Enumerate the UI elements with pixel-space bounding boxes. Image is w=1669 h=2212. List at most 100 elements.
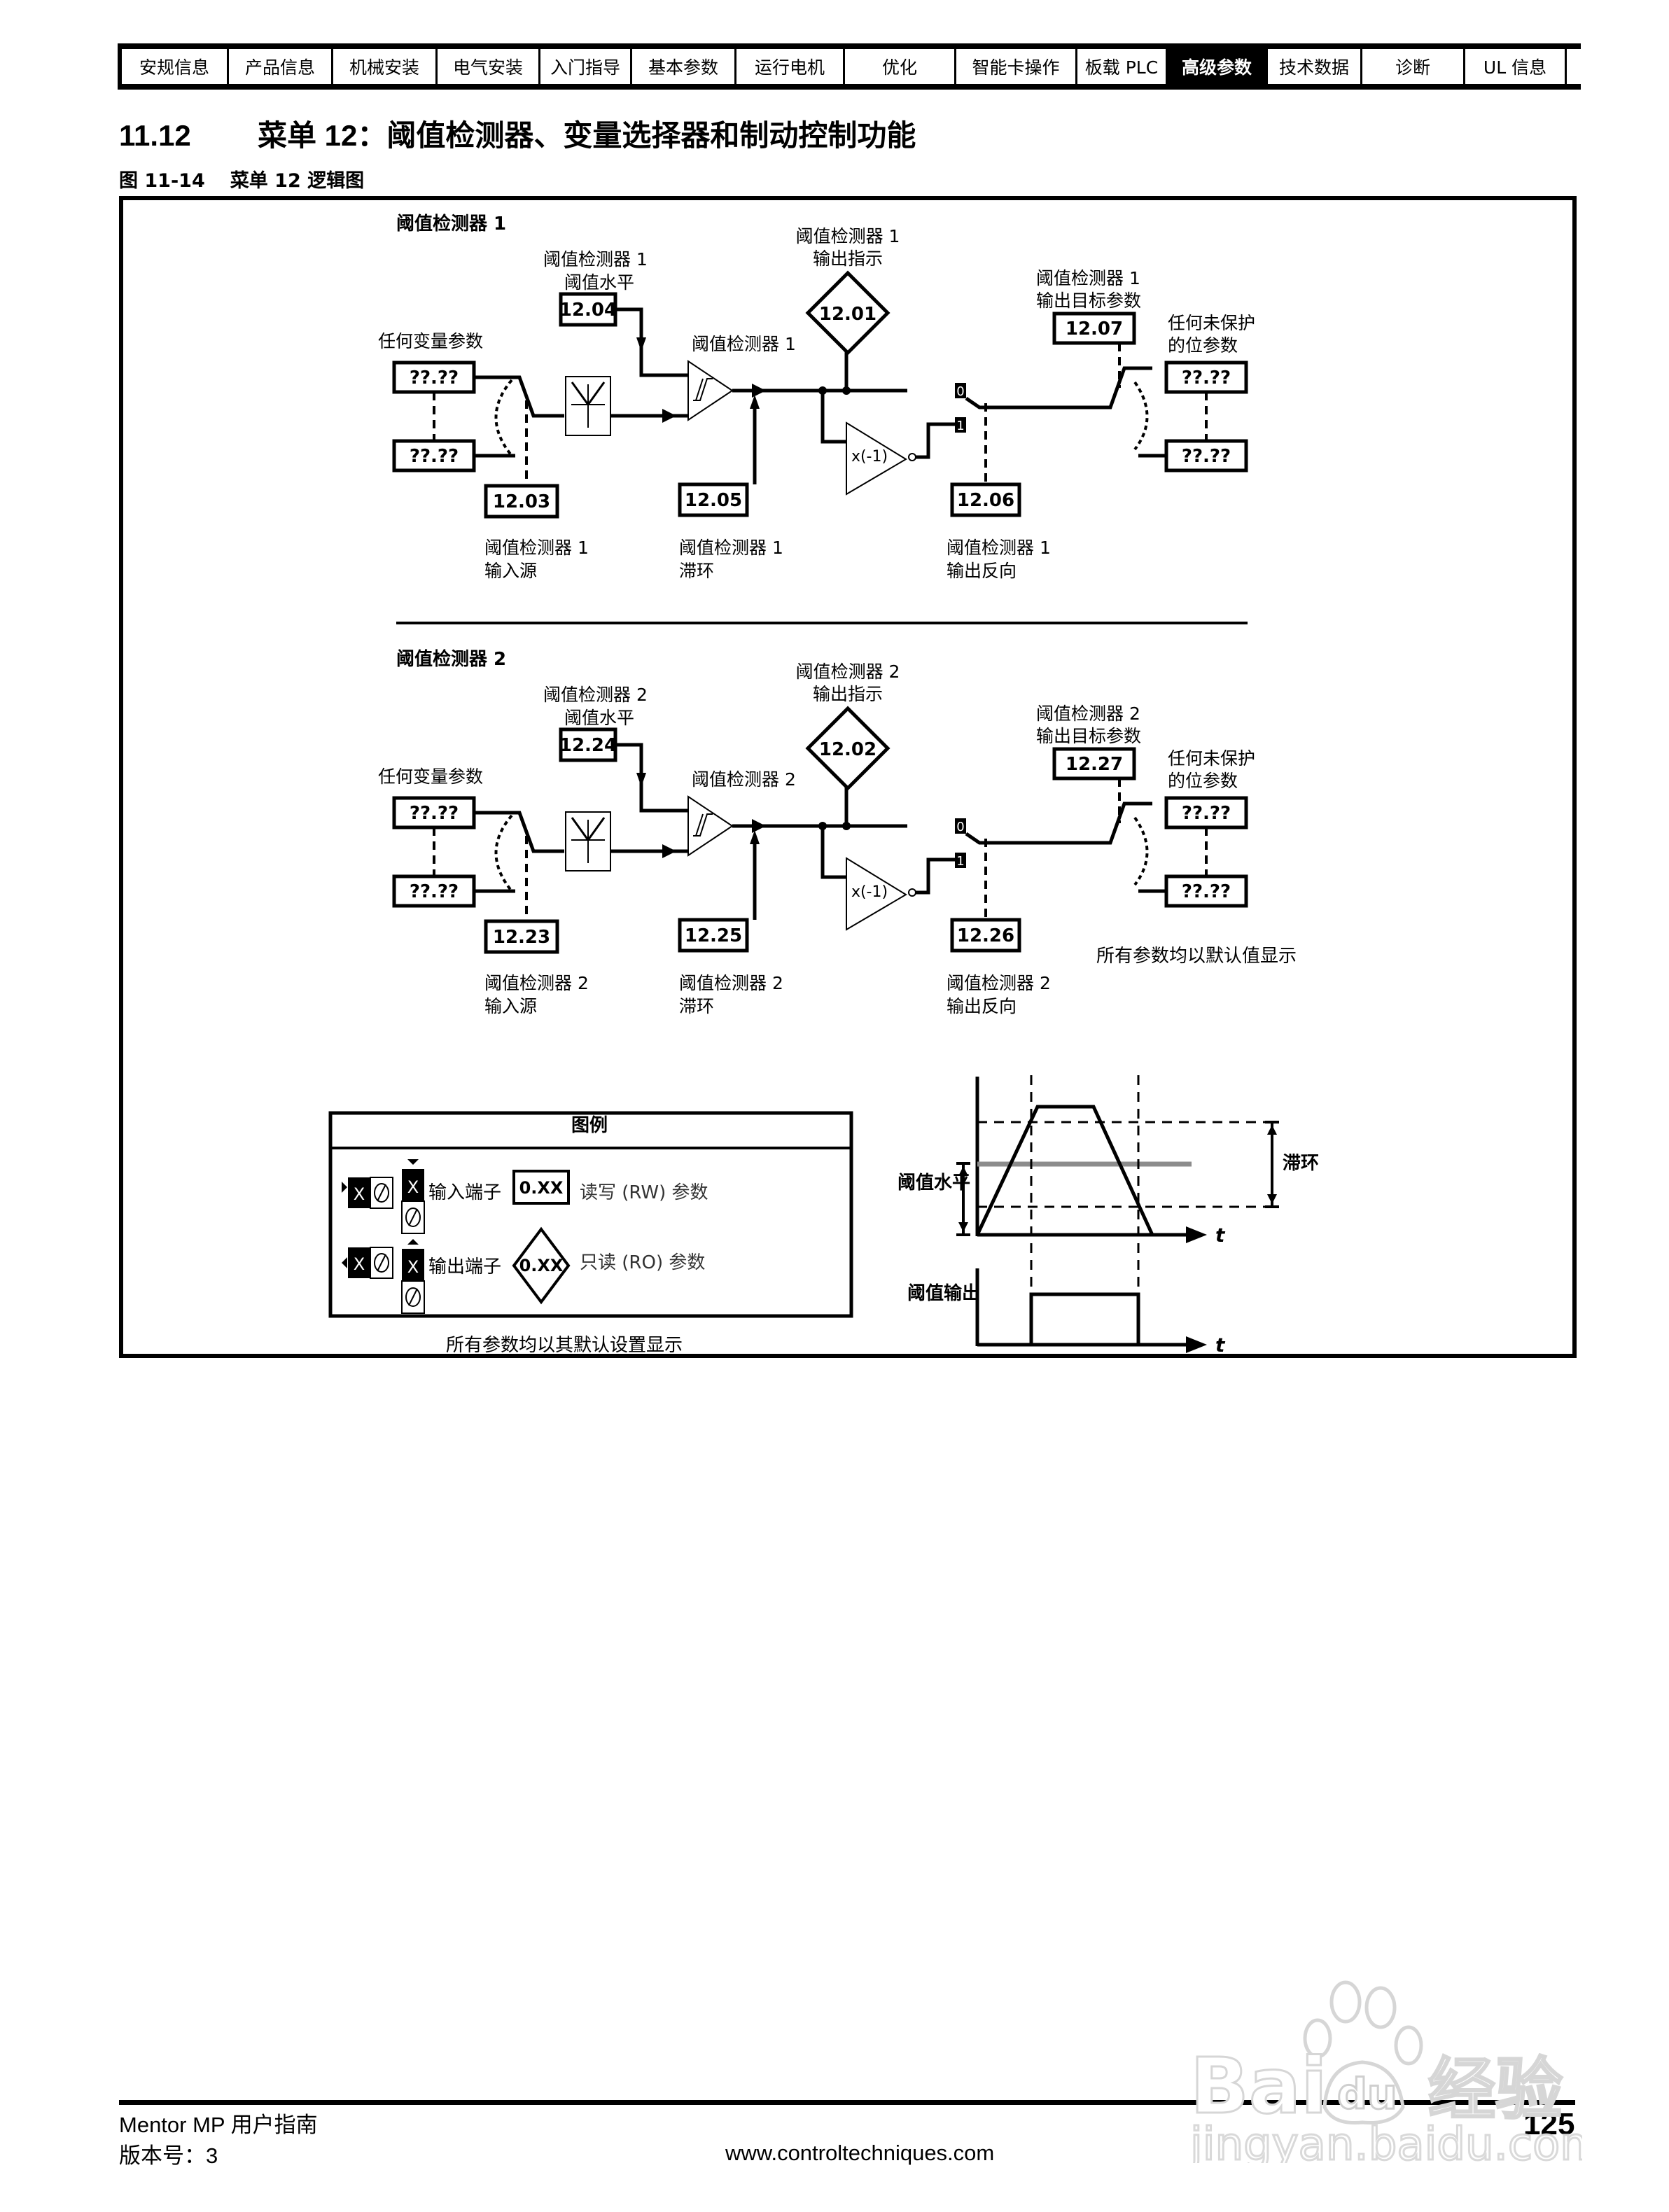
nav-tab-13[interactable]: 诊断 xyxy=(1362,49,1465,84)
watermark-brand: Bai xyxy=(1190,2041,1327,2131)
rw-param-sample: 0.XX xyxy=(519,1178,564,1198)
output-arrow-up-icon xyxy=(407,1239,419,1245)
hysteresis-label: 阈值检测器 1 xyxy=(679,538,783,558)
source-param-box[interactable] xyxy=(484,919,559,954)
ro-param-label: 只读 (RO) 参数 xyxy=(580,1252,705,1273)
dest-label-2: 输出目标参数 xyxy=(1036,726,1141,746)
nav-tab-7[interactable]: 运行电机 xyxy=(736,49,845,84)
input-group-label: 任何变量参数 xyxy=(378,766,483,787)
comparator-block xyxy=(687,795,734,857)
nav-tab-5[interactable]: 入门指导 xyxy=(540,49,632,84)
time-axis-label: t xyxy=(1215,1334,1226,1354)
manual-title: Mentor MP 用户指南 xyxy=(119,2113,318,2137)
output-terminal-symbol: X xyxy=(342,1247,393,1279)
indicator-label-2: 输出指示 xyxy=(813,248,883,269)
indicator-param-diamond[interactable] xyxy=(805,270,891,356)
nav-tab-12[interactable]: 技术数据 xyxy=(1268,49,1362,84)
output-signal-waveform xyxy=(1029,1292,1140,1345)
comparator-label: 阈值检测器 2 xyxy=(692,769,796,790)
hysteresis-param-box-value: 12.25 xyxy=(685,925,742,946)
invert-block-label: x(-1) xyxy=(851,883,888,901)
svg-text:X: X xyxy=(354,1254,365,1274)
nav-tab-11[interactable]: 高级参数 xyxy=(1168,49,1268,84)
dest-param-box[interactable] xyxy=(1052,312,1136,345)
nav-tab-14[interactable]: UL 信息 xyxy=(1465,49,1567,84)
ro-param-sample: 0.XX xyxy=(519,1256,564,1275)
invert-label-2: 输出反向 xyxy=(947,996,1017,1016)
invert-param-box[interactable] xyxy=(950,918,1021,953)
input-arrow-down-icon xyxy=(407,1159,419,1165)
threshold-arrow-up-icon xyxy=(958,1166,968,1176)
input-param-top[interactable] xyxy=(392,796,476,830)
time-axis-arrow-icon xyxy=(1186,1226,1207,1243)
dest-param-box-value: 12.07 xyxy=(1066,318,1123,340)
level-label-2: 阈值水平 xyxy=(564,708,634,728)
nav-tab-8[interactable]: 优化 xyxy=(845,49,956,84)
hysteresis-label-2: 滞环 xyxy=(679,996,714,1016)
level-param-box-value: 12.04 xyxy=(559,300,617,321)
input-group-label: 任何变量参数 xyxy=(378,331,483,351)
hysteresis-param-box[interactable] xyxy=(678,482,749,517)
legend-note: 所有参数均以其默认设置显示 xyxy=(446,1335,683,1354)
website-link[interactable]: www.controltechniques.com xyxy=(725,2141,995,2165)
input-param-bottom[interactable] xyxy=(392,439,476,472)
nav-tab-6[interactable]: 基本参数 xyxy=(632,49,736,84)
invert-param-box-value: 12.26 xyxy=(957,925,1014,946)
output-param-bottom-value: ??.?? xyxy=(1182,881,1231,902)
hysteresis-param-box[interactable] xyxy=(678,918,749,953)
invert-label-2: 输出反向 xyxy=(947,561,1017,581)
time-axis-label: t xyxy=(1215,1224,1226,1247)
baidu-watermark: Bai du 经验 jingyan.baidu.com xyxy=(1188,1980,1582,2163)
output-arrow-icon xyxy=(342,1257,347,1268)
figure-caption-text: 菜单 12 逻辑图 xyxy=(230,170,365,192)
switch-terminal-1 xyxy=(955,853,966,868)
defaults-note: 所有参数均以默认值显示 xyxy=(1096,946,1297,967)
section-title-text: 菜单 12：阈值检测器、变量选择器和制动控制功能 xyxy=(258,119,916,152)
switch-1-label: 1 xyxy=(956,854,964,869)
nav-tab-10[interactable]: 板载 PLC xyxy=(1077,49,1168,84)
dest-label-2: 输出目标参数 xyxy=(1036,290,1141,311)
switch-0-label: 0 xyxy=(956,820,964,834)
input-terminal-vertical-symbol: X xyxy=(401,1159,425,1234)
output-param-top-value: ??.?? xyxy=(1182,368,1231,388)
level-param-box[interactable] xyxy=(559,727,617,762)
time-axis-arrow-icon xyxy=(1186,1336,1207,1353)
dest-label: 阈值检测器 1 xyxy=(1036,268,1140,288)
output-group-label-2: 的位参数 xyxy=(1168,771,1238,791)
level-param-box[interactable] xyxy=(559,292,617,327)
nav-tab-2[interactable]: 产品信息 xyxy=(229,49,333,84)
output-param-bottom-value: ??.?? xyxy=(1182,446,1231,467)
switch-terminal-1 xyxy=(955,417,966,433)
nav-tab-4[interactable]: 电气安装 xyxy=(438,49,540,84)
timing-diagram: t 阈值水平 滞环 t 阈值输出 xyxy=(898,1075,1319,1357)
invert-param-box[interactable] xyxy=(950,482,1021,517)
threshold-level-label: 阈值水平 xyxy=(898,1172,970,1194)
dest-param-box[interactable] xyxy=(1052,747,1136,780)
section-nav-bar: 安规信息产品信息机械安装电气安装入门指导基本参数运行电机优化智能卡操作板载 PL… xyxy=(118,43,1581,90)
threshold-arrow-down-icon xyxy=(958,1222,968,1232)
indicator-param-diamond[interactable] xyxy=(805,706,891,791)
invert-block xyxy=(846,857,907,931)
indicator-label: 阈值检测器 1 xyxy=(796,226,900,246)
detector-heading: 阈值检测器 1 xyxy=(396,213,506,234)
indicator-param-value: 12.02 xyxy=(819,739,877,760)
source-param-box[interactable] xyxy=(484,484,559,519)
nav-tab-1[interactable]: 安规信息 xyxy=(122,49,229,84)
input-terminal-symbol: X xyxy=(342,1177,393,1209)
input-param-top-value: ??.?? xyxy=(410,803,459,824)
hysteresis-param-box-value: 12.05 xyxy=(685,490,742,511)
source-param-box-value: 12.23 xyxy=(493,927,550,948)
level-label: 阈值检测器 1 xyxy=(543,249,648,270)
nav-tab-3[interactable]: 机械安装 xyxy=(333,49,438,84)
threshold-output-label: 阈值输出 xyxy=(907,1282,980,1304)
nav-tab-9[interactable]: 智能卡操作 xyxy=(956,49,1077,84)
legend-box: 图例 X X 输入端子 X xyxy=(328,1111,853,1318)
input-param-bottom[interactable] xyxy=(392,874,476,908)
svg-text:du: du xyxy=(1337,2070,1397,2119)
hysteresis-label: 滞环 xyxy=(1283,1153,1319,1174)
footer-manual-info: Mentor MP 用户指南 版本号：3 xyxy=(119,2110,318,2171)
source-label-2: 输入源 xyxy=(484,561,537,581)
